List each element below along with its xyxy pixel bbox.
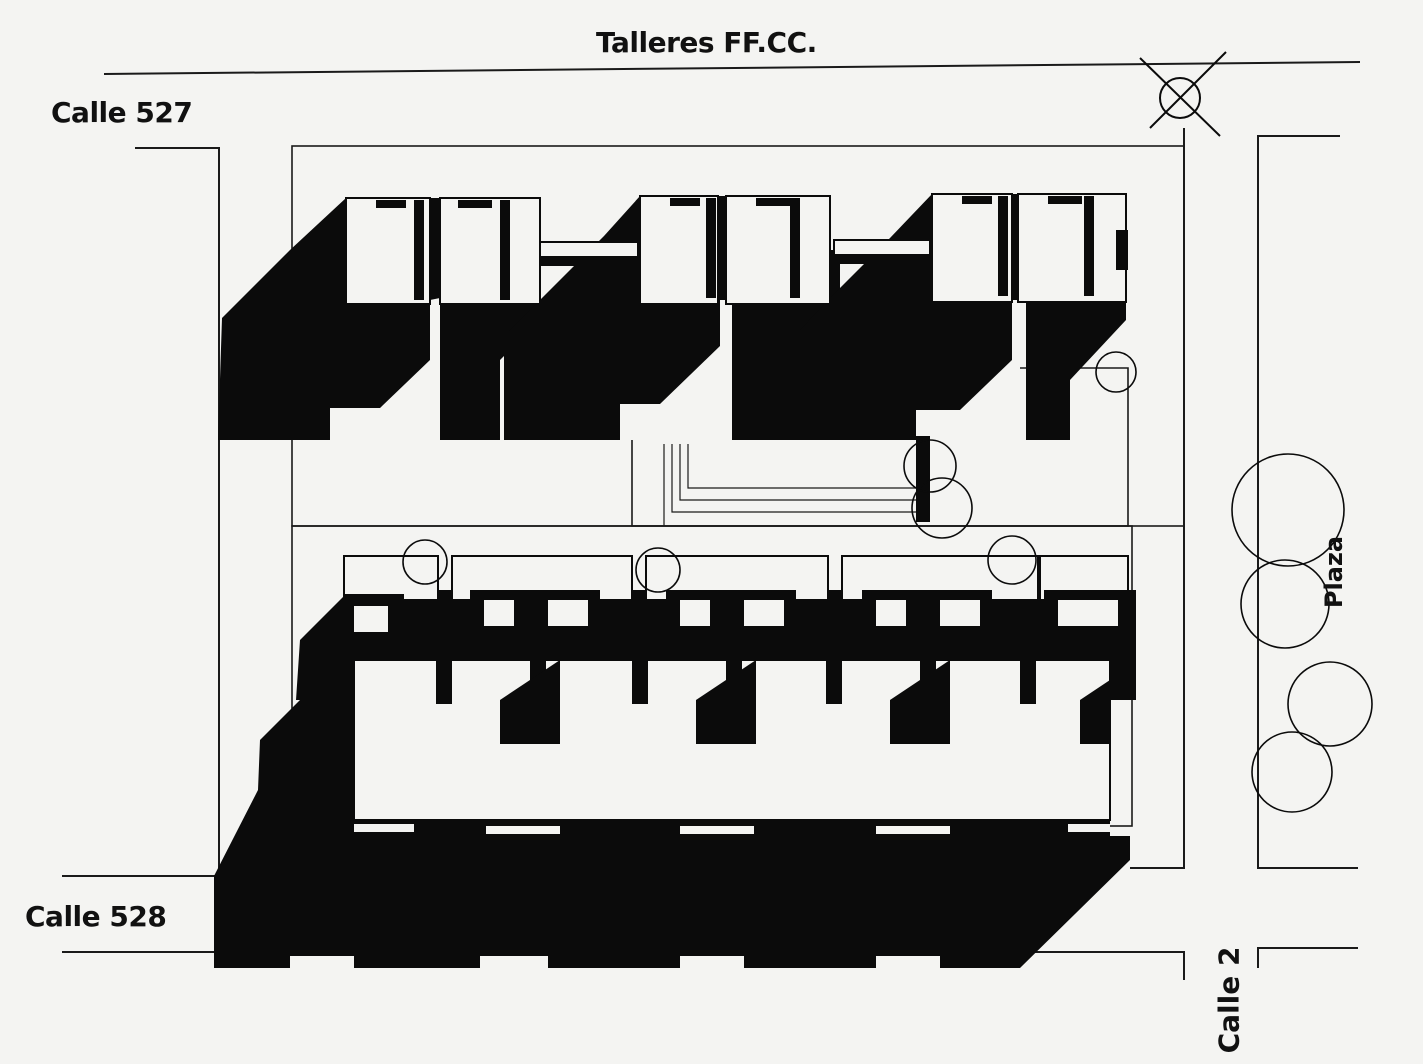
tree: [903, 439, 957, 493]
tree: [987, 535, 1037, 585]
south-shadow-main: [214, 660, 1130, 968]
trees: [402, 351, 1373, 813]
street-south-label: Calle 528: [25, 900, 167, 933]
tree: [1231, 453, 1345, 567]
inner-courtyard: [631, 367, 1129, 527]
north-building-row: [218, 193, 1128, 522]
tree: [402, 539, 448, 585]
tree: [1240, 559, 1330, 649]
tree: [911, 477, 973, 539]
south-building-row: [214, 555, 1136, 968]
plaza-edge: [1257, 135, 1358, 869]
square-label: Plaza: [1320, 535, 1348, 609]
calle-2-west-edge: [1130, 128, 1185, 869]
south-unit-windows: [354, 600, 1118, 632]
tree: [635, 547, 681, 593]
tree: [1251, 731, 1333, 813]
calle-527-edge: [62, 147, 220, 877]
crossed-marker-icon: [1139, 51, 1227, 137]
south-facade-strip: [354, 824, 1110, 834]
calle-2-south-edge: [1130, 951, 1185, 980]
tree: [1095, 351, 1137, 393]
railway-workshops-label: Talleres FF.CC.: [596, 26, 817, 59]
south-unit-fins: [436, 640, 1110, 744]
plaza-south-edge: [1257, 947, 1358, 968]
street-east-label: Calle 2: [1212, 946, 1246, 1054]
north-facade-details: [376, 196, 1128, 522]
tree: [1287, 661, 1373, 747]
street-north-label: Calle 527: [51, 96, 193, 129]
service-lines: [663, 444, 920, 526]
north-facades: [345, 193, 1127, 305]
railway-boundary-line: [103, 61, 1361, 75]
